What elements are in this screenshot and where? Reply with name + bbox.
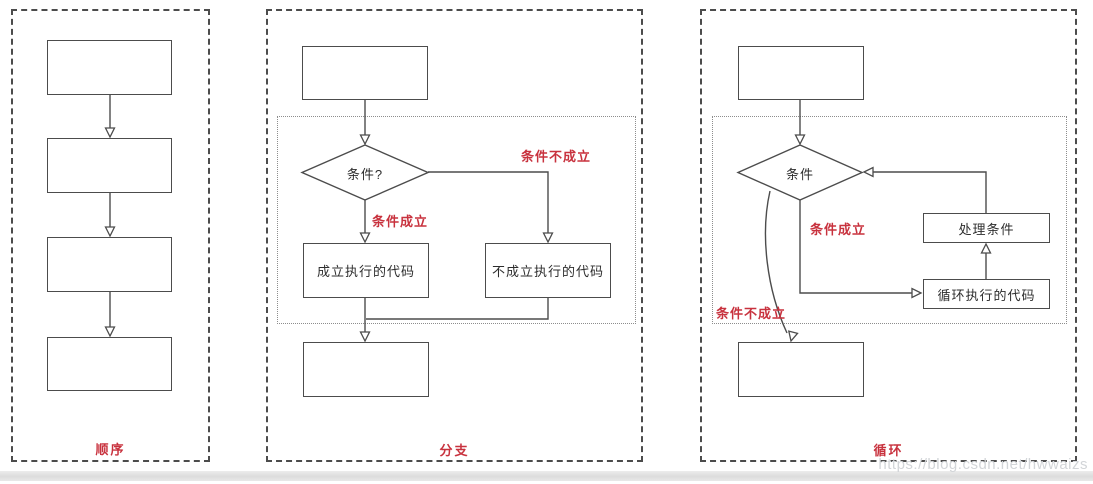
sequence-panel-caption: 顺序 (95, 442, 126, 457)
loop-false-annotation: 条件不成立 (716, 306, 787, 321)
loop-panel-frame (700, 9, 1077, 462)
branch-true-annotation: 条件成立 (372, 214, 429, 229)
branch-end-box (303, 342, 429, 397)
loop-body-box: 循环执行的代码 (923, 279, 1050, 309)
sequence-step-box-4 (47, 337, 172, 391)
bottom-clipped-strip (0, 471, 1093, 481)
loop-process-box: 处理条件 (923, 213, 1050, 243)
sequence-step-box-2 (47, 138, 172, 193)
branch-scope-frame (277, 116, 636, 324)
branch-panel-frame (266, 9, 643, 462)
loop-panel-caption: 循环 (873, 443, 904, 458)
branch-false-annotation: 条件不成立 (521, 149, 592, 164)
branch-true-code-box: 成立执行的代码 (303, 243, 429, 298)
branch-panel-caption: 分支 (439, 443, 470, 458)
loop-condition-label: 条件 (785, 167, 814, 182)
loop-scope-frame (712, 116, 1067, 324)
watermark-url: https://blog.csdn.net/hwwaizs (878, 456, 1088, 473)
sequence-step-box-3 (47, 237, 172, 292)
sequence-panel-frame (11, 9, 210, 462)
sequence-step-box-1 (47, 40, 172, 95)
branch-condition-label: 条件? (346, 167, 384, 182)
branch-start-box (302, 46, 428, 100)
loop-true-annotation: 条件成立 (810, 222, 867, 237)
loop-end-box (738, 342, 864, 397)
branch-false-code-box: 不成立执行的代码 (485, 243, 611, 298)
loop-start-box (738, 46, 864, 100)
